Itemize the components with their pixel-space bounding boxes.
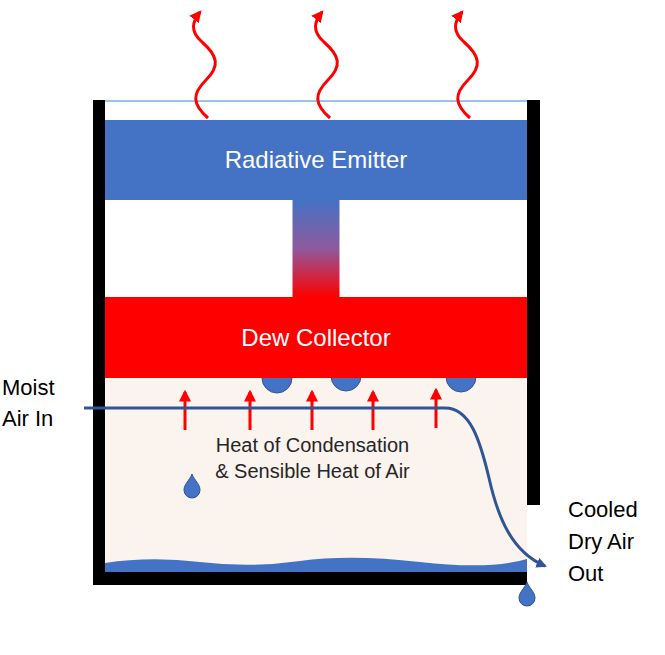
heat-arrow [249, 392, 252, 430]
radiative-emitter: Radiative Emitter [105, 120, 527, 200]
left-wall [93, 100, 105, 585]
top-window [105, 100, 527, 102]
radiation-arrow [456, 12, 478, 118]
bottom-wall [93, 572, 527, 585]
falling-drop [184, 474, 200, 498]
node-title: Dew Collector [241, 324, 390, 352]
outlet-label: Cooled Dry Air Out [568, 494, 653, 590]
thermal-link [293, 200, 340, 297]
heat-label: Heat of Condensation & Sensible Heat of … [210, 432, 415, 484]
air-flow-path [84, 408, 545, 566]
heat-arrow [311, 392, 314, 430]
radiation-arrow [194, 12, 216, 118]
heat-arrow [372, 392, 375, 430]
radiation-arrow [316, 12, 338, 118]
right-wall [527, 100, 540, 505]
node-title: Radiative Emitter [225, 146, 408, 174]
inlet-label: Moist Air In [2, 372, 72, 434]
water-pool [105, 558, 527, 572]
outlet-drip [519, 582, 535, 606]
heat-arrow [184, 392, 187, 430]
dew-collector: Dew Collector [105, 297, 527, 378]
